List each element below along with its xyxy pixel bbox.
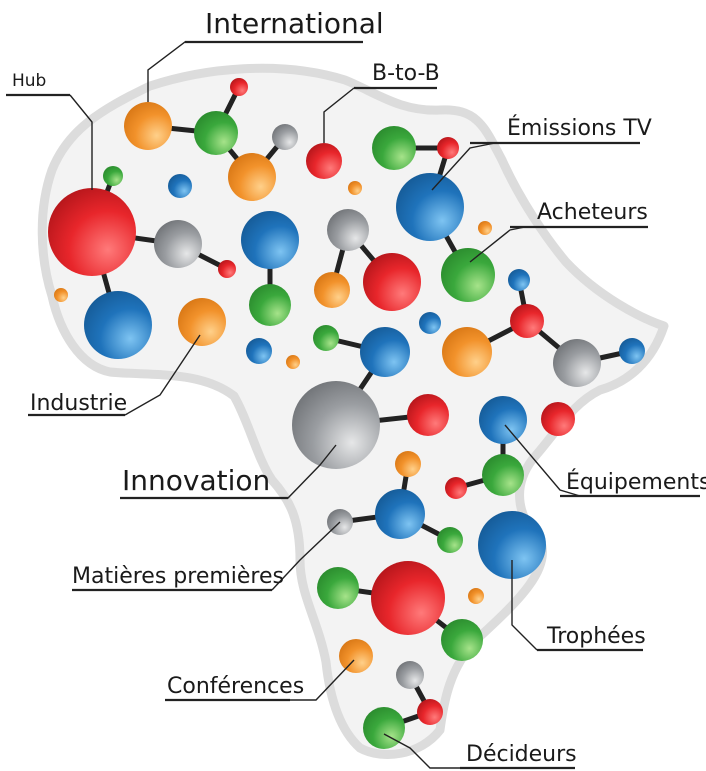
label-emissions-tv: Émissions TV: [507, 115, 652, 141]
sphere-blue: [619, 338, 645, 364]
sphere-orange: [228, 153, 276, 201]
label-equipements: Équipements: [566, 469, 706, 495]
sphere-green: [249, 284, 291, 326]
sphere-red: [417, 699, 443, 725]
sphere-blue-trophees: [478, 511, 546, 579]
label-innovation: Innovation: [122, 464, 270, 497]
sphere-green: [441, 619, 483, 661]
sphere-orange: [442, 327, 492, 377]
sphere-gray: [396, 661, 424, 689]
label-international: International: [205, 7, 384, 40]
label-matieres-premieres: Matières premières: [72, 564, 284, 589]
sphere-red: [407, 394, 449, 436]
sphere-green: [103, 166, 123, 186]
label-hub: Hub: [12, 71, 46, 91]
sphere-red: [445, 477, 467, 499]
sphere-green: [317, 567, 359, 609]
label-trophees: Trophées: [546, 624, 646, 649]
callout-labels: International Hub B-to-B Émissions TV Ac…: [12, 7, 706, 767]
sphere-orange: [339, 639, 373, 673]
sphere-blue: [419, 312, 441, 334]
sphere-red: [218, 260, 236, 278]
sphere-green: [194, 111, 238, 155]
sphere-green: [372, 126, 416, 170]
sphere-green: [482, 454, 524, 496]
label-decideurs: Décideurs: [466, 742, 577, 767]
sphere-blue: [168, 174, 192, 198]
label-conferences: Conférences: [167, 674, 304, 699]
sphere-red: [371, 561, 445, 635]
sphere-gray-innovation: [292, 381, 380, 469]
sphere-orange: [124, 102, 172, 150]
molecule-spheres: [48, 78, 645, 749]
sphere-orange: [286, 355, 300, 369]
sphere-blue: [84, 291, 152, 359]
sphere-orange: [478, 221, 492, 235]
callout-lines: [6, 40, 700, 770]
sphere-green: [313, 325, 339, 351]
sphere-blue: [360, 327, 410, 377]
label-b-to-b: B-to-B: [372, 61, 440, 86]
sphere-green: [441, 248, 495, 302]
sphere-orange: [178, 298, 226, 346]
sphere-orange: [314, 272, 350, 308]
sphere-red-hub: [48, 188, 136, 276]
sphere-gray: [272, 124, 298, 150]
sphere-blue: [479, 396, 527, 444]
sphere-green: [437, 527, 463, 553]
sphere-red: [437, 137, 459, 159]
sphere-red: [363, 253, 421, 311]
sphere-gray: [553, 339, 601, 387]
sphere-red: [541, 402, 575, 436]
label-acheteurs: Acheteurs: [537, 200, 648, 225]
sphere-blue: [375, 489, 425, 539]
sphere-blue: [396, 173, 464, 241]
sphere-orange: [348, 181, 362, 195]
sphere-orange: [54, 288, 68, 302]
sphere-gray: [154, 220, 202, 268]
sphere-orange: [395, 451, 421, 477]
sphere-blue: [246, 338, 272, 364]
sphere-gray: [327, 209, 369, 251]
sphere-red: [510, 304, 544, 338]
sphere-red: [230, 78, 248, 96]
sphere-blue: [241, 211, 299, 269]
sphere-red: [306, 143, 342, 179]
sphere-blue: [508, 269, 530, 291]
sphere-orange: [468, 588, 484, 604]
label-industrie: Industrie: [30, 391, 127, 416]
sphere-green: [363, 707, 405, 749]
